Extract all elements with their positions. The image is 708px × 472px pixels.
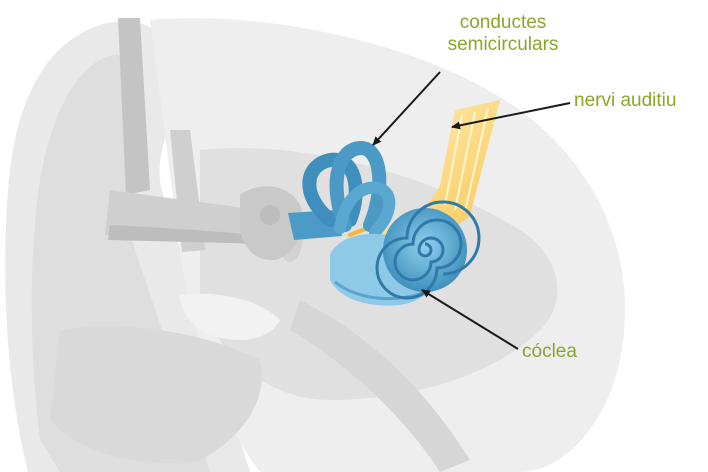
label-semicircular-canals: conductes semicirculars <box>423 12 583 56</box>
ossicle-head <box>260 205 280 225</box>
label-cochlea: cóclea <box>522 341 577 363</box>
label-semicircular-canals-line1: conductes <box>423 12 583 34</box>
cochlea <box>383 208 467 292</box>
label-auditory-nerve: nervi auditiu <box>574 90 676 112</box>
label-semicircular-canals-line2: semicirculars <box>423 34 583 56</box>
